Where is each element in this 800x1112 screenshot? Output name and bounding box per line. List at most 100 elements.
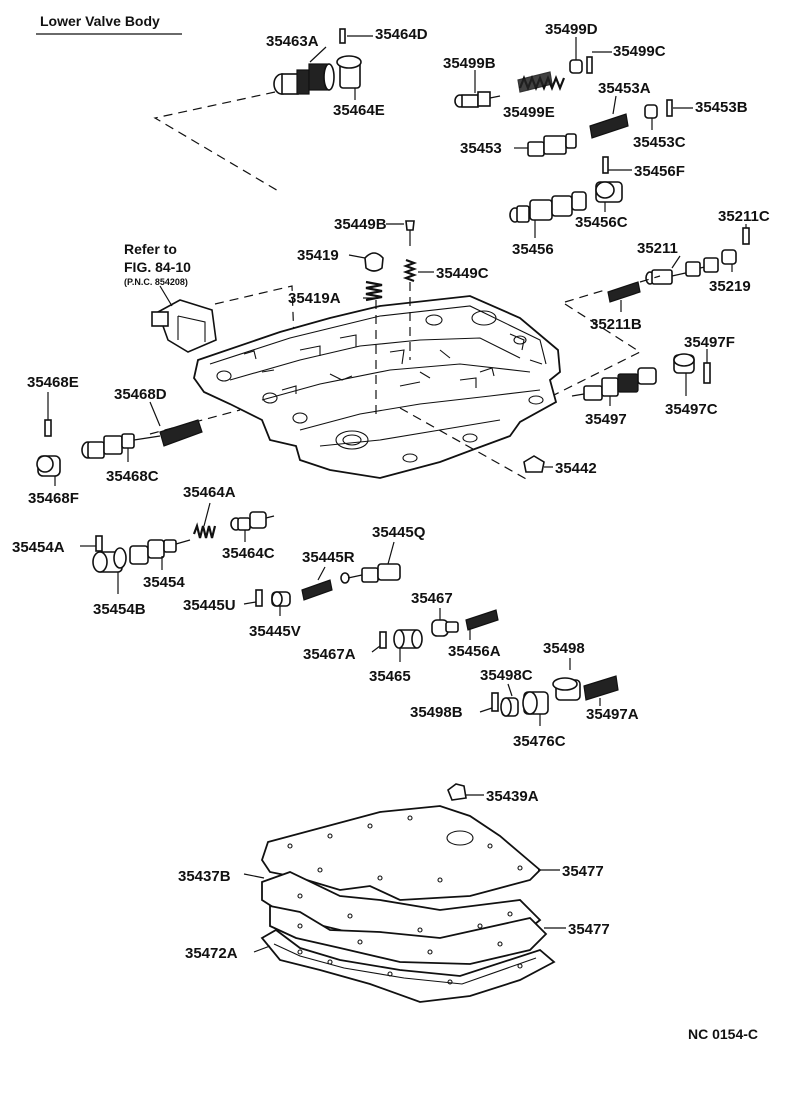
part-35498B-icon (491, 692, 499, 712)
part-35211-icon (645, 257, 719, 285)
part-35456A-icon (465, 609, 499, 631)
part-35472A-icon (260, 928, 556, 1003)
part-35211C-icon (742, 227, 750, 245)
part-35464C-icon (230, 511, 275, 531)
part-35449B-icon (405, 220, 415, 246)
part-35468F-icon (36, 455, 61, 477)
part-35449C-icon (402, 258, 418, 283)
reference-line-3: (P.N.C. 854208) (124, 277, 188, 287)
solenoid-reference-icon (151, 299, 217, 353)
part-35442-icon (523, 455, 545, 473)
part-35463A-icon (273, 63, 335, 95)
label-35419A: 35419A (288, 290, 341, 307)
part-35497C-icon (673, 353, 695, 374)
part-35445U-icon (255, 589, 263, 607)
label-35453C: 35453C (633, 134, 686, 151)
part-35499C-icon (586, 56, 593, 74)
label-35419: 35419 (297, 247, 339, 264)
label-35454B: 35454B (93, 601, 146, 618)
part-35468E-icon (44, 419, 52, 437)
label-35456C: 35456C (575, 214, 628, 231)
label-35468E: 35468E (27, 374, 79, 391)
label-35211: 35211 (637, 240, 678, 257)
label-35445R: 35445R (302, 549, 355, 566)
part-35497A-icon (583, 675, 619, 701)
label-35497C: 35497C (665, 401, 718, 418)
part-35499E-icon (517, 71, 566, 93)
label-35464A: 35464A (183, 484, 236, 501)
part-35419A-icon (365, 280, 383, 302)
label-35464C: 35464C (222, 545, 275, 562)
part-35477-lower-icon (269, 904, 548, 965)
diagram-title: Lower Valve Body (40, 13, 160, 29)
label-35449B: 35449B (334, 216, 387, 233)
part-35453-icon (527, 133, 577, 157)
part-35467A-icon (379, 631, 387, 649)
part-35497-icon (571, 367, 657, 401)
part-35456-icon (509, 191, 587, 223)
part-35445Q-icon (340, 563, 401, 584)
part-35445R-icon (301, 579, 333, 601)
label-35464D: 35464D (375, 26, 428, 43)
part-35211B-icon (607, 281, 641, 303)
part-35467-icon (431, 619, 459, 637)
label-35454A: 35454A (12, 539, 65, 556)
label-35498C: 35498C (480, 667, 533, 684)
label-35449C: 35449C (436, 265, 489, 282)
label-35453: 35453 (460, 140, 502, 157)
label-35437B: 35437B (178, 868, 231, 885)
part-35464E-icon (336, 55, 362, 89)
part-35454B-icon (92, 547, 127, 573)
label-35497F: 35497F (684, 334, 735, 351)
label-35497A: 35497A (586, 706, 639, 723)
label-35468D: 35468D (114, 386, 167, 403)
label-35439A: 35439A (486, 788, 539, 805)
label-35477-upper: 35477 (562, 863, 604, 880)
label-35467A: 35467A (303, 646, 356, 663)
part-35476C-icon (522, 691, 549, 715)
label-35219: 35219 (709, 278, 751, 295)
label-35467: 35467 (411, 590, 453, 607)
label-35499D: 35499D (545, 21, 598, 38)
label-35477-lower: 35477 (568, 921, 610, 938)
label-35465: 35465 (369, 668, 411, 685)
label-35456F: 35456F (634, 163, 685, 180)
label-35468C: 35468C (106, 468, 159, 485)
part-35497F-icon (703, 362, 711, 384)
part-35477-upper-icon (261, 805, 542, 901)
part-35499D-icon (569, 59, 583, 74)
label-35442: 35442 (555, 460, 597, 477)
reference-line-1: Refer to (124, 241, 177, 257)
part-35453A-icon (589, 113, 629, 139)
part-35498-icon (552, 677, 581, 701)
label-35499E: 35499E (503, 104, 555, 121)
part-35454-icon (129, 539, 191, 565)
part-35219-icon (721, 249, 737, 265)
part-35465-icon (393, 629, 423, 649)
part-35499B-icon (454, 91, 501, 108)
part-35464A-icon (192, 522, 217, 539)
label-35468F: 35468F (28, 490, 79, 507)
part-35468C-icon (81, 433, 161, 459)
part-35439A-icon (447, 783, 467, 801)
label-35499B: 35499B (443, 55, 496, 72)
part-35498C-icon (500, 697, 519, 717)
label-35445Q: 35445Q (372, 524, 426, 541)
label-35464E: 35464E (333, 102, 385, 119)
label-35456A: 35456A (448, 643, 501, 660)
part-35468D-icon (159, 419, 203, 447)
part-35419-icon (364, 252, 384, 272)
label-35497: 35497 (585, 411, 627, 428)
lower-valve-body-icon (193, 295, 561, 479)
part-35453B-icon (666, 99, 673, 117)
label-35456: 35456 (512, 241, 554, 258)
label-35211C: 35211C (718, 208, 770, 225)
label-35476C: 35476C (513, 733, 566, 750)
part-35464D-icon (339, 28, 346, 44)
part-35456F-icon (602, 156, 609, 174)
part-35454A-icon (95, 535, 103, 552)
label-35472A: 35472A (185, 945, 238, 962)
label-35445U: 35445U (183, 597, 236, 614)
label-35463A: 35463A (266, 33, 319, 50)
